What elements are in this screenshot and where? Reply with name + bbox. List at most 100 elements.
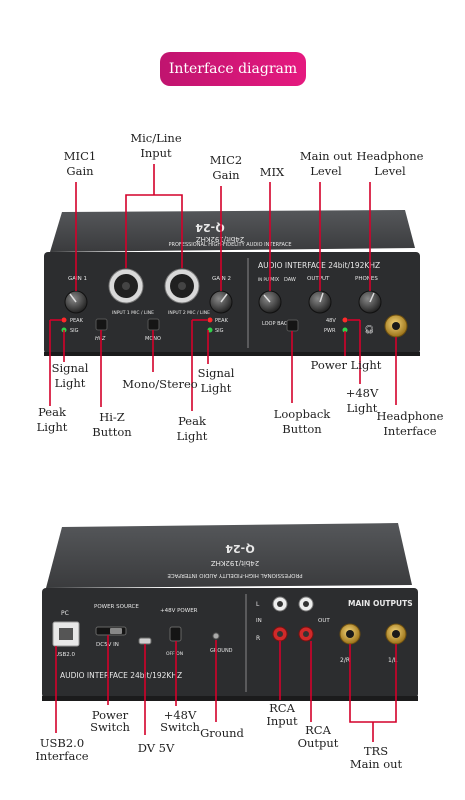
trs-output-2r-hole — [346, 630, 354, 638]
callout-loopback-1: Loopback — [274, 407, 332, 421]
front-device-bottom — [44, 352, 420, 356]
callout-rca-out-1: RCA — [305, 723, 331, 737]
back-device: Q-24 24bit/192KHZ PROFESSIONAL HIGH-FIDE… — [42, 523, 418, 701]
callout-rca-out-2: Output — [298, 736, 339, 750]
callout-hiz-2: Button — [92, 425, 132, 439]
main-outputs-label: MAIN OUTPUTS — [348, 599, 413, 608]
loopback-button[interactable] — [286, 319, 299, 332]
callout-mic1-gain-2: Gain — [66, 164, 94, 178]
callout-power-switch-1: Power — [92, 708, 129, 722]
power-switch-slider — [110, 628, 122, 634]
power-source-label: POWER SOURCE — [94, 604, 139, 610]
callout-labels: MIC1 Gain Mic/Line Input MIC2 Gain MIX M… — [35, 131, 443, 771]
callout-main-out-1: Main out — [300, 149, 353, 163]
diagram-title: Interface diagram — [168, 61, 298, 77]
callout-ground: Ground — [200, 726, 244, 740]
peak1-led — [61, 317, 67, 323]
peak2-led — [207, 317, 213, 323]
v48-switch[interactable] — [169, 626, 182, 642]
callout-loopback-2: Button — [282, 422, 322, 436]
callout-peak2-1: Peak — [178, 414, 207, 428]
callout-mic-line-2: Input — [140, 146, 172, 160]
mix-input-label: IN PUT — [258, 277, 272, 282]
callout-hp-interface-1: Headphone — [377, 409, 444, 423]
rca-out-label: OUT — [318, 618, 330, 624]
mix-daw-label: DAW — [284, 277, 296, 283]
callout-peak2-2: Light — [177, 429, 208, 443]
output-knob-label: OUTPUT — [307, 276, 330, 282]
callout-signal2-1: Signal — [198, 366, 235, 380]
sig1-led-label: SIG — [70, 328, 79, 334]
front-model-text: Q-24 — [195, 221, 225, 234]
back-device-face — [42, 588, 418, 698]
callout-headphone-2: Level — [374, 164, 406, 178]
callout-rca-in-1: RCA — [269, 701, 295, 715]
callout-lines — [49, 164, 397, 742]
onoff-label: OFF ON — [166, 651, 183, 657]
sig2-led-label: SIG — [215, 328, 224, 334]
front-spec-text: 24bit/192KHZ — [196, 235, 245, 243]
hiz-button[interactable] — [95, 318, 108, 331]
callout-48v-switch-2: Switch — [160, 720, 200, 734]
front-device-top — [50, 210, 415, 252]
rca-input-l-hole — [277, 601, 283, 607]
input1-combo-jack-center — [122, 282, 130, 290]
callout-trs-1: TRS — [364, 744, 388, 758]
usb-port-inner — [59, 628, 73, 640]
callout-hp-interface-2: Interface — [383, 424, 436, 438]
callout-trs-2: Main out — [350, 757, 403, 771]
callout-power-light: Power Light — [311, 358, 382, 372]
gain1-label: GAIN 1 — [68, 276, 87, 282]
callout-signal2-2: Light — [201, 381, 232, 395]
v48-led-label: 48V — [326, 318, 336, 324]
back-bottom-text: AUDIO INTERFACE 24bit/192KHZ — [60, 671, 182, 680]
callout-rca-in-2: Input — [266, 714, 298, 728]
callout-mic-line-1: Mic/Line — [130, 131, 181, 145]
gain1-knob-pointer — [69, 293, 77, 303]
callout-usb-1: USB2.0 — [40, 736, 84, 750]
callout-48v-1: +48V — [346, 386, 379, 400]
rca-output-l-hole — [303, 601, 309, 607]
back-device-top — [46, 523, 412, 588]
back-model-text: Q-24 — [225, 542, 255, 555]
front-section-title: AUDIO INTERFACE 24bit/192KHZ — [258, 261, 380, 270]
ground-label: GROUND — [210, 648, 233, 654]
trs-output-1l-hole — [392, 630, 400, 638]
mix-knob-pointer — [263, 294, 271, 303]
dc5v-port[interactable] — [138, 637, 152, 645]
diagram-title-banner: Interface diagram — [160, 52, 306, 86]
callout-hiz-1: Hi-Z — [99, 410, 125, 424]
callout-headphone-1: Headphone — [357, 149, 424, 163]
back-spec-text: 24bit/192KHZ — [211, 559, 260, 567]
callout-main-out-2: Level — [310, 164, 342, 178]
headphone-icon: 🎧︎ — [364, 325, 374, 334]
phones-knob-pointer — [369, 292, 375, 303]
loopback-label: LOOP BACK — [262, 321, 291, 327]
pwr-led-label: PWR — [324, 328, 336, 334]
pc-label: PC — [61, 610, 69, 617]
gain2-knob-pointer — [220, 293, 228, 303]
ground-screw[interactable] — [212, 632, 220, 640]
callout-peak1-2: Light — [37, 420, 68, 434]
callout-signal1-2: Light — [55, 376, 86, 390]
callout-power-switch-2: Switch — [90, 720, 130, 734]
front-device: Q-24 24bit/192KHZ PROFESSIONAL HIGH-FIDE… — [44, 210, 420, 356]
peak1-led-label: PEAK — [70, 318, 84, 324]
rca-input-r-hole — [277, 631, 283, 637]
input2-combo-jack-center — [178, 282, 186, 290]
callout-mic2-gain-2: Gain — [212, 168, 240, 182]
mono-button[interactable] — [147, 318, 160, 331]
peak2-led-label: PEAK — [215, 318, 229, 324]
callout-peak1-1: Peak — [38, 405, 67, 419]
headphone-jack-hole — [392, 322, 400, 330]
rca-in-label: IN — [256, 618, 262, 624]
v48-led — [342, 317, 348, 323]
callout-signal1-1: Signal — [52, 361, 89, 375]
power48-label: +48V POWER — [160, 608, 198, 614]
rca-l-label: L — [256, 601, 260, 608]
back-device-bottom — [42, 696, 418, 701]
callout-48v-2: Light — [347, 401, 378, 415]
trs-1l-label: 1/L — [388, 657, 398, 664]
output-knob-pointer — [319, 292, 324, 303]
